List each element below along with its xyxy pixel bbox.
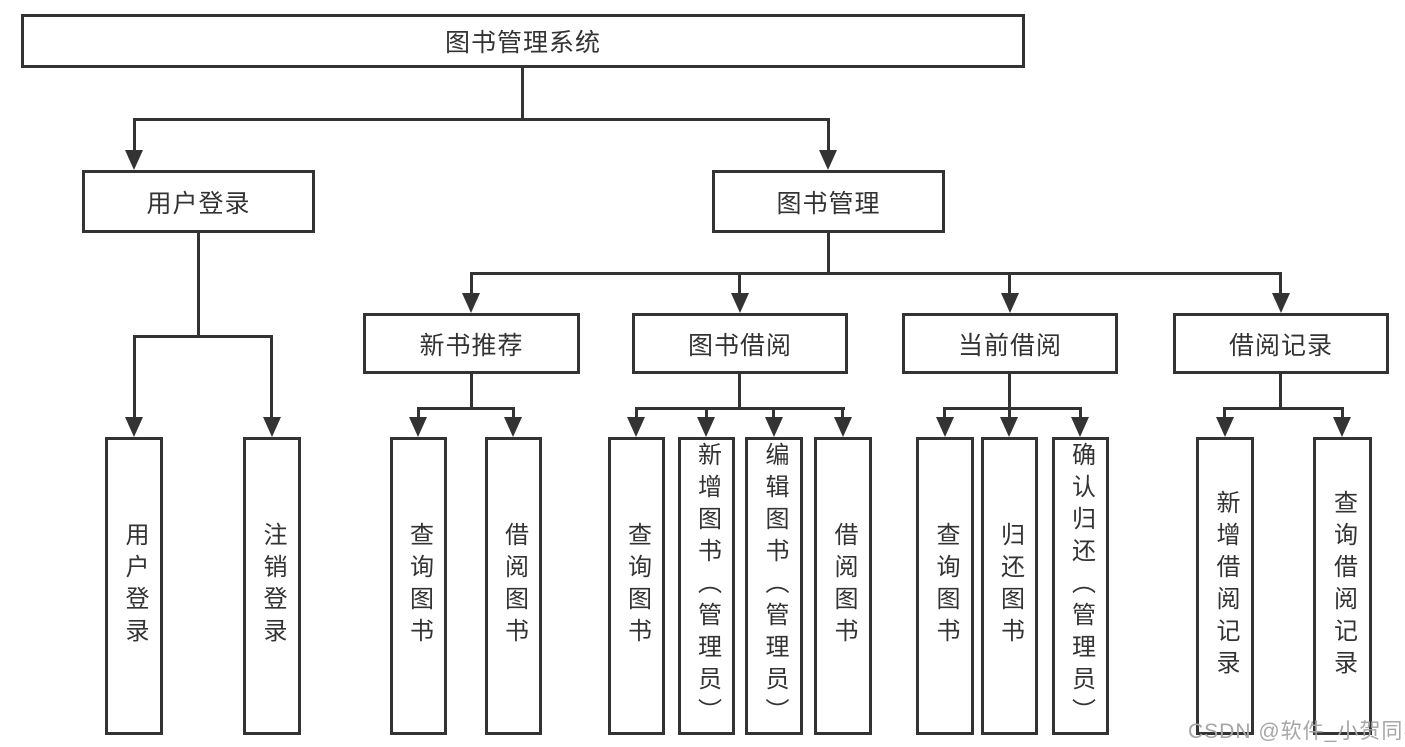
connector-line xyxy=(635,407,845,410)
leaf-label: 新增图书（管理员） xyxy=(693,442,721,730)
connector-line xyxy=(133,335,136,419)
leaf-logout: 注销登录 xyxy=(243,437,301,735)
leaf-add-borrow-record: 新增借阅记录 xyxy=(1196,437,1254,735)
leaf-borrow-books-recommend: 借阅图书 xyxy=(485,437,542,735)
connector-line xyxy=(1008,272,1011,295)
arrowhead-icon xyxy=(627,417,645,437)
node-current-borrowing: 当前借阅 xyxy=(902,313,1118,374)
connector-line xyxy=(827,233,830,272)
arrowhead-icon xyxy=(1272,293,1290,313)
arrowhead-icon xyxy=(834,417,852,437)
connector-line xyxy=(133,118,136,152)
arrowhead-icon xyxy=(1071,417,1089,437)
leaf-label: 借阅图书 xyxy=(830,522,857,650)
connector-line xyxy=(470,374,473,407)
arrowhead-icon xyxy=(263,417,281,437)
leaf-borrow-books: 借阅图书 xyxy=(814,437,872,735)
connector-line xyxy=(1341,407,1344,419)
connector-line xyxy=(197,233,200,335)
connector-line xyxy=(1279,272,1282,295)
node-borrowing-records: 借阅记录 xyxy=(1173,313,1389,374)
leaf-label: 查询图书 xyxy=(623,522,651,650)
node-book-borrowing: 图书借阅 xyxy=(632,313,848,374)
connector-line xyxy=(943,407,1082,410)
arrowhead-icon xyxy=(504,417,522,437)
arrowhead-icon xyxy=(462,293,480,313)
node-label: 图书借阅 xyxy=(687,331,792,360)
connector-line xyxy=(705,407,708,419)
arrowhead-icon xyxy=(765,417,783,437)
leaf-query-books-current: 查询图书 xyxy=(916,437,974,735)
arrowhead-icon xyxy=(819,150,837,170)
connector-line xyxy=(1223,407,1226,419)
arrowhead-icon xyxy=(1000,417,1018,437)
arrowhead-icon xyxy=(1333,417,1351,437)
connector-line xyxy=(470,272,1282,275)
leaf-label: 编辑图书（管理员） xyxy=(761,442,788,730)
connector-line xyxy=(827,118,830,152)
arrowhead-icon xyxy=(1001,293,1019,313)
connector-line xyxy=(1008,374,1011,407)
leaf-label: 用户登录 xyxy=(121,522,148,650)
node-label: 用户登录 xyxy=(146,189,251,218)
leaf-label: 查询图书 xyxy=(405,522,433,650)
leaf-add-book-admin: 新增图书（管理员） xyxy=(678,437,735,735)
arrowhead-icon xyxy=(936,417,954,437)
node-root: 图书管理系统 xyxy=(21,14,1025,68)
node-new-book-recommend: 新书推荐 xyxy=(363,313,580,374)
arrowhead-icon xyxy=(409,417,427,437)
node-user-login: 用户登录 xyxy=(82,170,315,233)
connector-line xyxy=(417,407,420,419)
node-label: 图书管理 xyxy=(776,189,881,218)
connector-line xyxy=(738,374,741,407)
leaf-edit-book-admin: 编辑图书（管理员） xyxy=(745,437,803,735)
node-book-management: 图书管理 xyxy=(712,170,945,233)
connector-line xyxy=(635,407,638,419)
arrowhead-icon xyxy=(731,293,749,313)
connector-line xyxy=(133,118,830,121)
node-label: 借阅记录 xyxy=(1228,331,1333,360)
leaf-query-books-borrow: 查询图书 xyxy=(608,437,665,735)
arrowhead-icon xyxy=(1216,417,1234,437)
connector-line xyxy=(270,335,273,419)
watermark: CSDN @软件_小贺同学 xyxy=(1188,720,1405,743)
node-label: 当前借阅 xyxy=(957,331,1062,360)
connector-line xyxy=(1079,407,1082,419)
node-label: 新书推荐 xyxy=(419,331,524,360)
leaf-user-login: 用户登录 xyxy=(105,437,163,735)
arrowhead-icon xyxy=(125,417,143,437)
node-label: 图书管理系统 xyxy=(444,29,601,57)
arrowhead-icon xyxy=(125,150,143,170)
arrowhead-icon xyxy=(697,417,715,437)
leaf-query-borrow-record: 查询借阅记录 xyxy=(1313,437,1372,735)
leaf-label: 新增借阅记录 xyxy=(1212,490,1239,682)
leaf-label: 借阅图书 xyxy=(500,522,528,650)
connector-line xyxy=(521,68,524,118)
leaf-label: 确认归还（管理员） xyxy=(1067,442,1095,730)
connector-line xyxy=(417,407,515,410)
connector-line xyxy=(1008,407,1011,419)
connector-line xyxy=(1223,407,1344,410)
leaf-confirm-return-admin: 确认归还（管理员） xyxy=(1052,437,1109,735)
leaf-label: 查询借阅记录 xyxy=(1329,490,1357,682)
leaf-label: 查询图书 xyxy=(932,522,959,650)
leaf-label: 归还图书 xyxy=(996,522,1024,650)
connector-line xyxy=(512,407,515,419)
connector-line xyxy=(943,407,946,419)
connector-line xyxy=(133,335,273,338)
leaf-query-books-recommend: 查询图书 xyxy=(390,437,447,735)
connector-line xyxy=(738,272,741,295)
connector-line xyxy=(470,272,473,295)
leaf-return-book: 归还图书 xyxy=(981,437,1038,735)
leaf-label: 注销登录 xyxy=(259,522,286,650)
connector-line xyxy=(841,407,844,419)
connector-line xyxy=(1279,374,1282,407)
connector-line xyxy=(772,407,775,419)
